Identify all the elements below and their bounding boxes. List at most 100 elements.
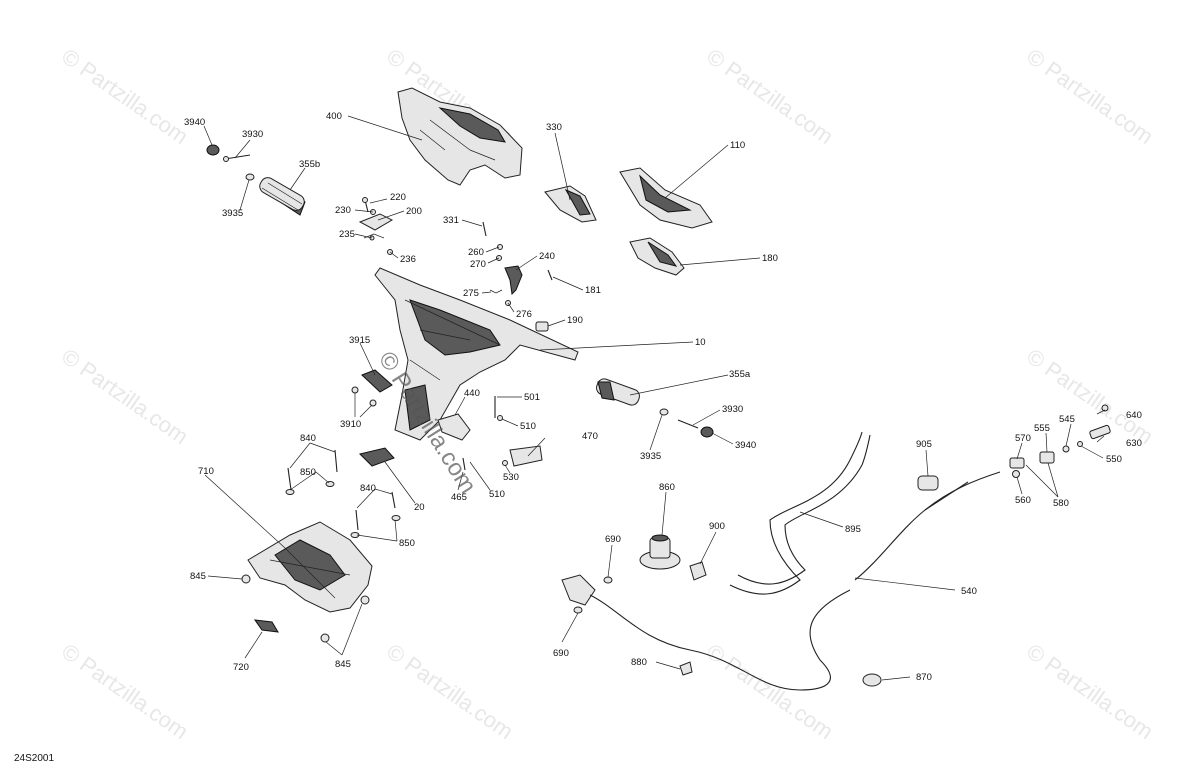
callout-880: 880	[631, 657, 647, 668]
callout-470: 470	[582, 431, 598, 442]
callout-236: 236	[400, 254, 416, 265]
part-3940-plug[interactable]	[206, 144, 220, 156]
part-640-screw[interactable]	[1101, 404, 1109, 412]
part-895-hose[interactable]	[729, 431, 871, 595]
watermark: © Partzilla.com	[57, 639, 193, 745]
part-10-handlebar-frame[interactable]	[374, 267, 579, 441]
part-530-screw[interactable]	[502, 460, 508, 466]
part-465-screw[interactable]	[462, 457, 466, 471]
part-870-ring[interactable]	[862, 673, 882, 687]
part-880-clip[interactable]	[679, 661, 693, 676]
callout-860: 860	[659, 482, 675, 493]
callout-400: 400	[326, 111, 342, 122]
callout-235: 235	[339, 229, 355, 240]
callout-690: 690	[553, 648, 569, 659]
part-220-screw[interactable]	[362, 197, 369, 213]
callout-230: 230	[335, 205, 351, 216]
part-3940-plug-right[interactable]	[700, 426, 714, 438]
part-400-upper-cover[interactable]	[397, 87, 523, 186]
part-110-right-cover[interactable]	[619, 167, 713, 229]
callout-720: 720	[233, 662, 249, 673]
callout-840: 840	[300, 433, 316, 444]
part-3915-bracket[interactable]	[361, 369, 393, 393]
callout-3910: 3910	[340, 419, 361, 430]
part-545-washer[interactable]	[1062, 445, 1070, 453]
callout-570: 570	[1015, 433, 1031, 444]
callout-3940: 3940	[735, 440, 756, 451]
callout-labels: 400 330 110 3940 3930 355b 3935 220 230 …	[184, 111, 1142, 683]
callout-270: 270	[470, 259, 486, 270]
callout-190: 190	[567, 315, 583, 326]
watermark: © Partzilla.com	[1022, 44, 1158, 150]
callout-510: 510	[489, 489, 505, 500]
callout-690: 690	[605, 534, 621, 545]
part-860-boot[interactable]	[639, 534, 681, 570]
part-3935-washer[interactable]	[245, 173, 255, 181]
diagram-code: 24S2001	[14, 753, 55, 764]
callout-870: 870	[916, 672, 932, 683]
callout-900: 900	[709, 521, 725, 532]
part-190-clip[interactable]	[535, 321, 549, 332]
callout-895: 895	[845, 524, 861, 535]
callout-276: 276	[516, 309, 532, 320]
callout-200: 200	[406, 206, 422, 217]
callout-330: 330	[546, 122, 562, 133]
part-181-pin[interactable]	[547, 269, 553, 281]
watermark: © Partzilla.com	[1022, 639, 1158, 745]
part-510-bolt[interactable]	[497, 415, 503, 421]
part-540-cable[interactable]	[854, 471, 1001, 581]
part-710-lower-housing[interactable]	[247, 521, 373, 613]
callout-180: 180	[762, 253, 778, 264]
callout-501: 501	[524, 392, 540, 403]
callout-850: 850	[300, 467, 316, 478]
part-355b-handle-grip[interactable]	[257, 175, 307, 216]
part-3930-bolt-right[interactable]	[677, 419, 699, 429]
part-260-washer[interactable]	[497, 244, 503, 250]
part-240-throttle-lever[interactable]	[504, 265, 523, 296]
part-3910-screw[interactable]	[351, 386, 377, 407]
callout-710: 710	[198, 466, 214, 477]
part-20-shim[interactable]	[359, 447, 395, 467]
part-900-grommet[interactable]	[689, 561, 707, 581]
part-331-screw[interactable]	[482, 221, 487, 237]
watermark: © Partzilla.com	[382, 639, 518, 745]
part-440-mount[interactable]	[437, 413, 471, 441]
part-355a-handle-grip[interactable]	[595, 377, 642, 407]
callout-20: 20	[414, 502, 425, 513]
part-330-small-cover[interactable]	[544, 185, 597, 223]
callout-560: 560	[1015, 495, 1031, 506]
callout-550: 550	[1106, 454, 1122, 465]
callout-845: 845	[190, 571, 206, 582]
callout-3935: 3935	[222, 208, 243, 219]
callout-630: 630	[1126, 438, 1142, 449]
part-905-plug[interactable]	[917, 475, 939, 491]
part-200-lever[interactable]	[358, 213, 394, 231]
callout-10: 10	[695, 337, 706, 348]
callout-240: 240	[539, 251, 555, 262]
callout-440: 440	[464, 388, 480, 399]
watermark: © Partzilla.com	[702, 639, 838, 745]
part-555-nut[interactable]	[1039, 451, 1055, 464]
callout-3930: 3930	[242, 129, 263, 140]
part-570-fitting[interactable]	[1009, 457, 1025, 469]
part-840-bolt[interactable]	[287, 449, 396, 531]
part-845-nut[interactable]	[241, 574, 370, 643]
part-550-spring[interactable]	[1077, 441, 1083, 447]
callout-355b: 355b	[299, 159, 320, 170]
callout-510: 510	[520, 421, 536, 432]
watermark: © Partzilla.com	[57, 344, 193, 450]
callout-840: 840	[360, 483, 376, 494]
part-470-bracket[interactable]	[509, 445, 543, 467]
part-3930-bolt[interactable]	[223, 154, 251, 162]
part-3935-washer-right[interactable]	[659, 408, 669, 416]
part-630-adjuster[interactable]	[1089, 424, 1111, 440]
callout-110: 110	[730, 140, 745, 151]
part-180-lower-cover[interactable]	[629, 237, 685, 276]
part-720-pad[interactable]	[253, 619, 279, 633]
callout-3915: 3915	[349, 335, 370, 346]
callout-540: 540	[961, 586, 977, 597]
callout-640: 640	[1126, 410, 1142, 421]
part-275-spring[interactable]	[489, 289, 503, 294]
part-throttle-cable-end[interactable]	[561, 574, 851, 691]
part-560-nut[interactable]	[1012, 470, 1020, 478]
